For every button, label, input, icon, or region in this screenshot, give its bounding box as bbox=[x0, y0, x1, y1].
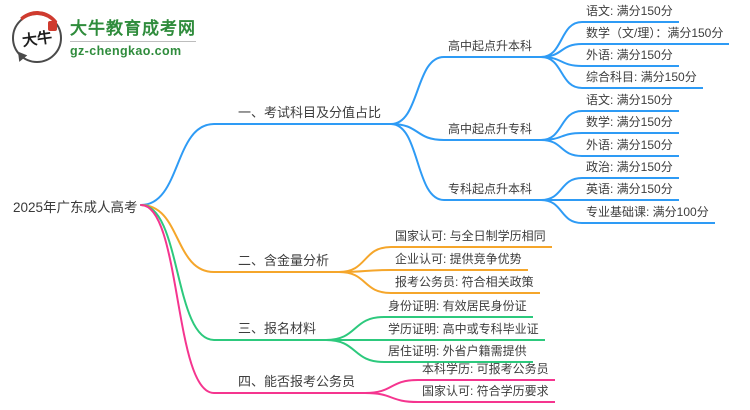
branch-node[interactable]: 一、考试科目及分值占比 bbox=[214, 105, 392, 125]
logo-icon: 大牛 bbox=[9, 8, 65, 69]
leaf-node[interactable]: 学历证明: 高中或专科毕业证 bbox=[384, 322, 545, 341]
root-node[interactable]: 2025年广东成人高考 bbox=[13, 200, 138, 215]
leaf-node[interactable]: 国家认可: 符合学历要求 bbox=[418, 384, 555, 403]
logo-seal-icon bbox=[48, 21, 57, 31]
leaf-node[interactable]: 数学: 满分150分 bbox=[582, 115, 679, 134]
subtopic-node[interactable]: 专科起点升本科 bbox=[444, 182, 542, 201]
leaf-node[interactable]: 语文: 满分150分 bbox=[582, 93, 679, 112]
connector-line bbox=[540, 177, 583, 201]
site-logo[interactable]: 大牛 大牛教育成考网 gz-chengkao.com bbox=[9, 8, 196, 69]
branch-node[interactable]: 四、能否报考公务员 bbox=[214, 374, 366, 394]
connector-line bbox=[540, 132, 583, 141]
leaf-node[interactable]: 英语: 满分150分 bbox=[582, 182, 679, 201]
branch-node[interactable]: 三、报名材料 bbox=[214, 321, 327, 341]
leaf-node[interactable]: 数学（文/理）：满分150分 bbox=[582, 26, 730, 45]
leaf-node[interactable]: 语文: 满分150分 bbox=[582, 4, 679, 23]
branch-node[interactable]: 二、含金量分析 bbox=[214, 253, 340, 273]
leaf-node[interactable]: 企业认可: 提供竞争优势 bbox=[391, 252, 528, 271]
subtopic-node[interactable]: 高中起点升专科 bbox=[444, 122, 542, 141]
connector-line bbox=[540, 139, 583, 157]
brand-domain: gz-chengkao.com bbox=[70, 40, 196, 58]
connector-line bbox=[325, 316, 385, 341]
connector-line bbox=[390, 56, 445, 125]
connector-line bbox=[140, 204, 215, 394]
leaf-node[interactable]: 外语: 满分150分 bbox=[582, 48, 679, 67]
connector-line bbox=[364, 379, 419, 394]
leaf-node[interactable]: 综合科目: 满分150分 bbox=[582, 70, 703, 89]
connector-line bbox=[390, 123, 445, 141]
leaf-node[interactable]: 本科学历: 可报考公务员 bbox=[418, 362, 555, 381]
connector-line bbox=[540, 56, 583, 89]
leaf-node[interactable]: 外语: 满分150分 bbox=[582, 138, 679, 157]
connector-line bbox=[540, 21, 583, 58]
connector-line bbox=[338, 246, 392, 273]
leaf-node[interactable]: 居住证明: 外省户籍需提供 bbox=[384, 344, 533, 363]
connector-line bbox=[140, 204, 215, 341]
logo-text-block: 大牛教育成考网 gz-chengkao.com bbox=[70, 19, 196, 58]
connector-line bbox=[540, 199, 583, 224]
subtopic-node[interactable]: 高中起点升本科 bbox=[444, 39, 542, 58]
connector-line bbox=[364, 392, 419, 403]
connector-line bbox=[140, 123, 215, 206]
brand-name: 大牛教育成考网 bbox=[70, 18, 196, 38]
leaf-node[interactable]: 国家认可: 与全日制学历相同 bbox=[391, 229, 552, 248]
leaf-node[interactable]: 专业基础课: 满分100分 bbox=[582, 205, 715, 224]
connector-line bbox=[140, 204, 215, 273]
leaf-node[interactable]: 政治: 满分150分 bbox=[582, 160, 679, 179]
connector-line bbox=[325, 339, 385, 363]
leaf-node[interactable]: 身份证明: 有效居民身份证 bbox=[384, 299, 533, 318]
leaf-node[interactable]: 报考公务员: 符合相关政策 bbox=[391, 275, 540, 294]
connector-line bbox=[338, 271, 392, 294]
connector-line bbox=[390, 123, 445, 201]
